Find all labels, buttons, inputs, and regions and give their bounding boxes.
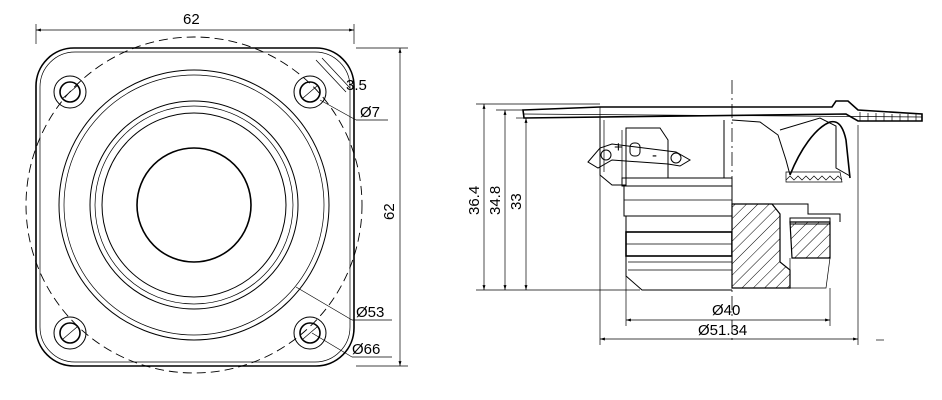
height-total-label: 36.4 bbox=[466, 186, 483, 215]
surround-roll bbox=[789, 120, 851, 179]
terminal-block: + - bbox=[587, 139, 691, 169]
front-frame-inner bbox=[39, 51, 351, 363]
back-plate bbox=[625, 215, 733, 233]
basket-dia-label: Ø51.34 bbox=[698, 322, 747, 339]
hole-offset-label: 3.5 bbox=[346, 77, 367, 94]
surround-outer-ring bbox=[58, 69, 330, 341]
side-view: + - 36.4 34.8 33 Ø40 bbox=[466, 80, 923, 345]
hole-dia-label: Ø7 bbox=[360, 104, 380, 121]
mount-hole-bottom-left bbox=[53, 316, 87, 350]
front-frame-outer bbox=[35, 47, 355, 367]
terminal-minus-label: - bbox=[652, 147, 657, 164]
top-plate-section bbox=[789, 221, 831, 259]
bolt-circle-label: Ø66 bbox=[352, 341, 380, 358]
mount-hole-top-left bbox=[53, 75, 87, 109]
magnet-section bbox=[789, 217, 831, 225]
front-view: 62 62 3.5 Ø7 Ø53 Ø66 bbox=[25, 11, 408, 374]
pole-piece-section bbox=[731, 203, 791, 289]
height-dim-label: 62 bbox=[381, 203, 398, 220]
magnet-dia-label: Ø40 bbox=[712, 302, 740, 319]
width-dim-label: 62 bbox=[183, 11, 200, 28]
surround-ring-3 bbox=[89, 100, 299, 310]
cone-section-right bbox=[731, 119, 791, 176]
spider bbox=[785, 175, 843, 181]
terminal-plus-label: + bbox=[614, 139, 623, 156]
height-mid-label: 34.8 bbox=[487, 186, 504, 215]
mount-hole-bottom-right bbox=[293, 316, 327, 350]
cone-ring bbox=[101, 112, 287, 298]
mount-hole-top-right bbox=[293, 75, 327, 109]
dust-cap bbox=[136, 147, 252, 263]
top-plate bbox=[621, 177, 733, 187]
surround-ring-4 bbox=[94, 105, 294, 305]
bolt-circle bbox=[25, 36, 363, 374]
cone-dia-label: Ø53 bbox=[356, 304, 384, 321]
magnet-body bbox=[623, 185, 733, 217]
surround-ring-2 bbox=[63, 74, 325, 336]
pole-base bbox=[625, 256, 732, 291]
flange bbox=[522, 100, 923, 122]
height-inner-label: 33 bbox=[508, 193, 525, 210]
